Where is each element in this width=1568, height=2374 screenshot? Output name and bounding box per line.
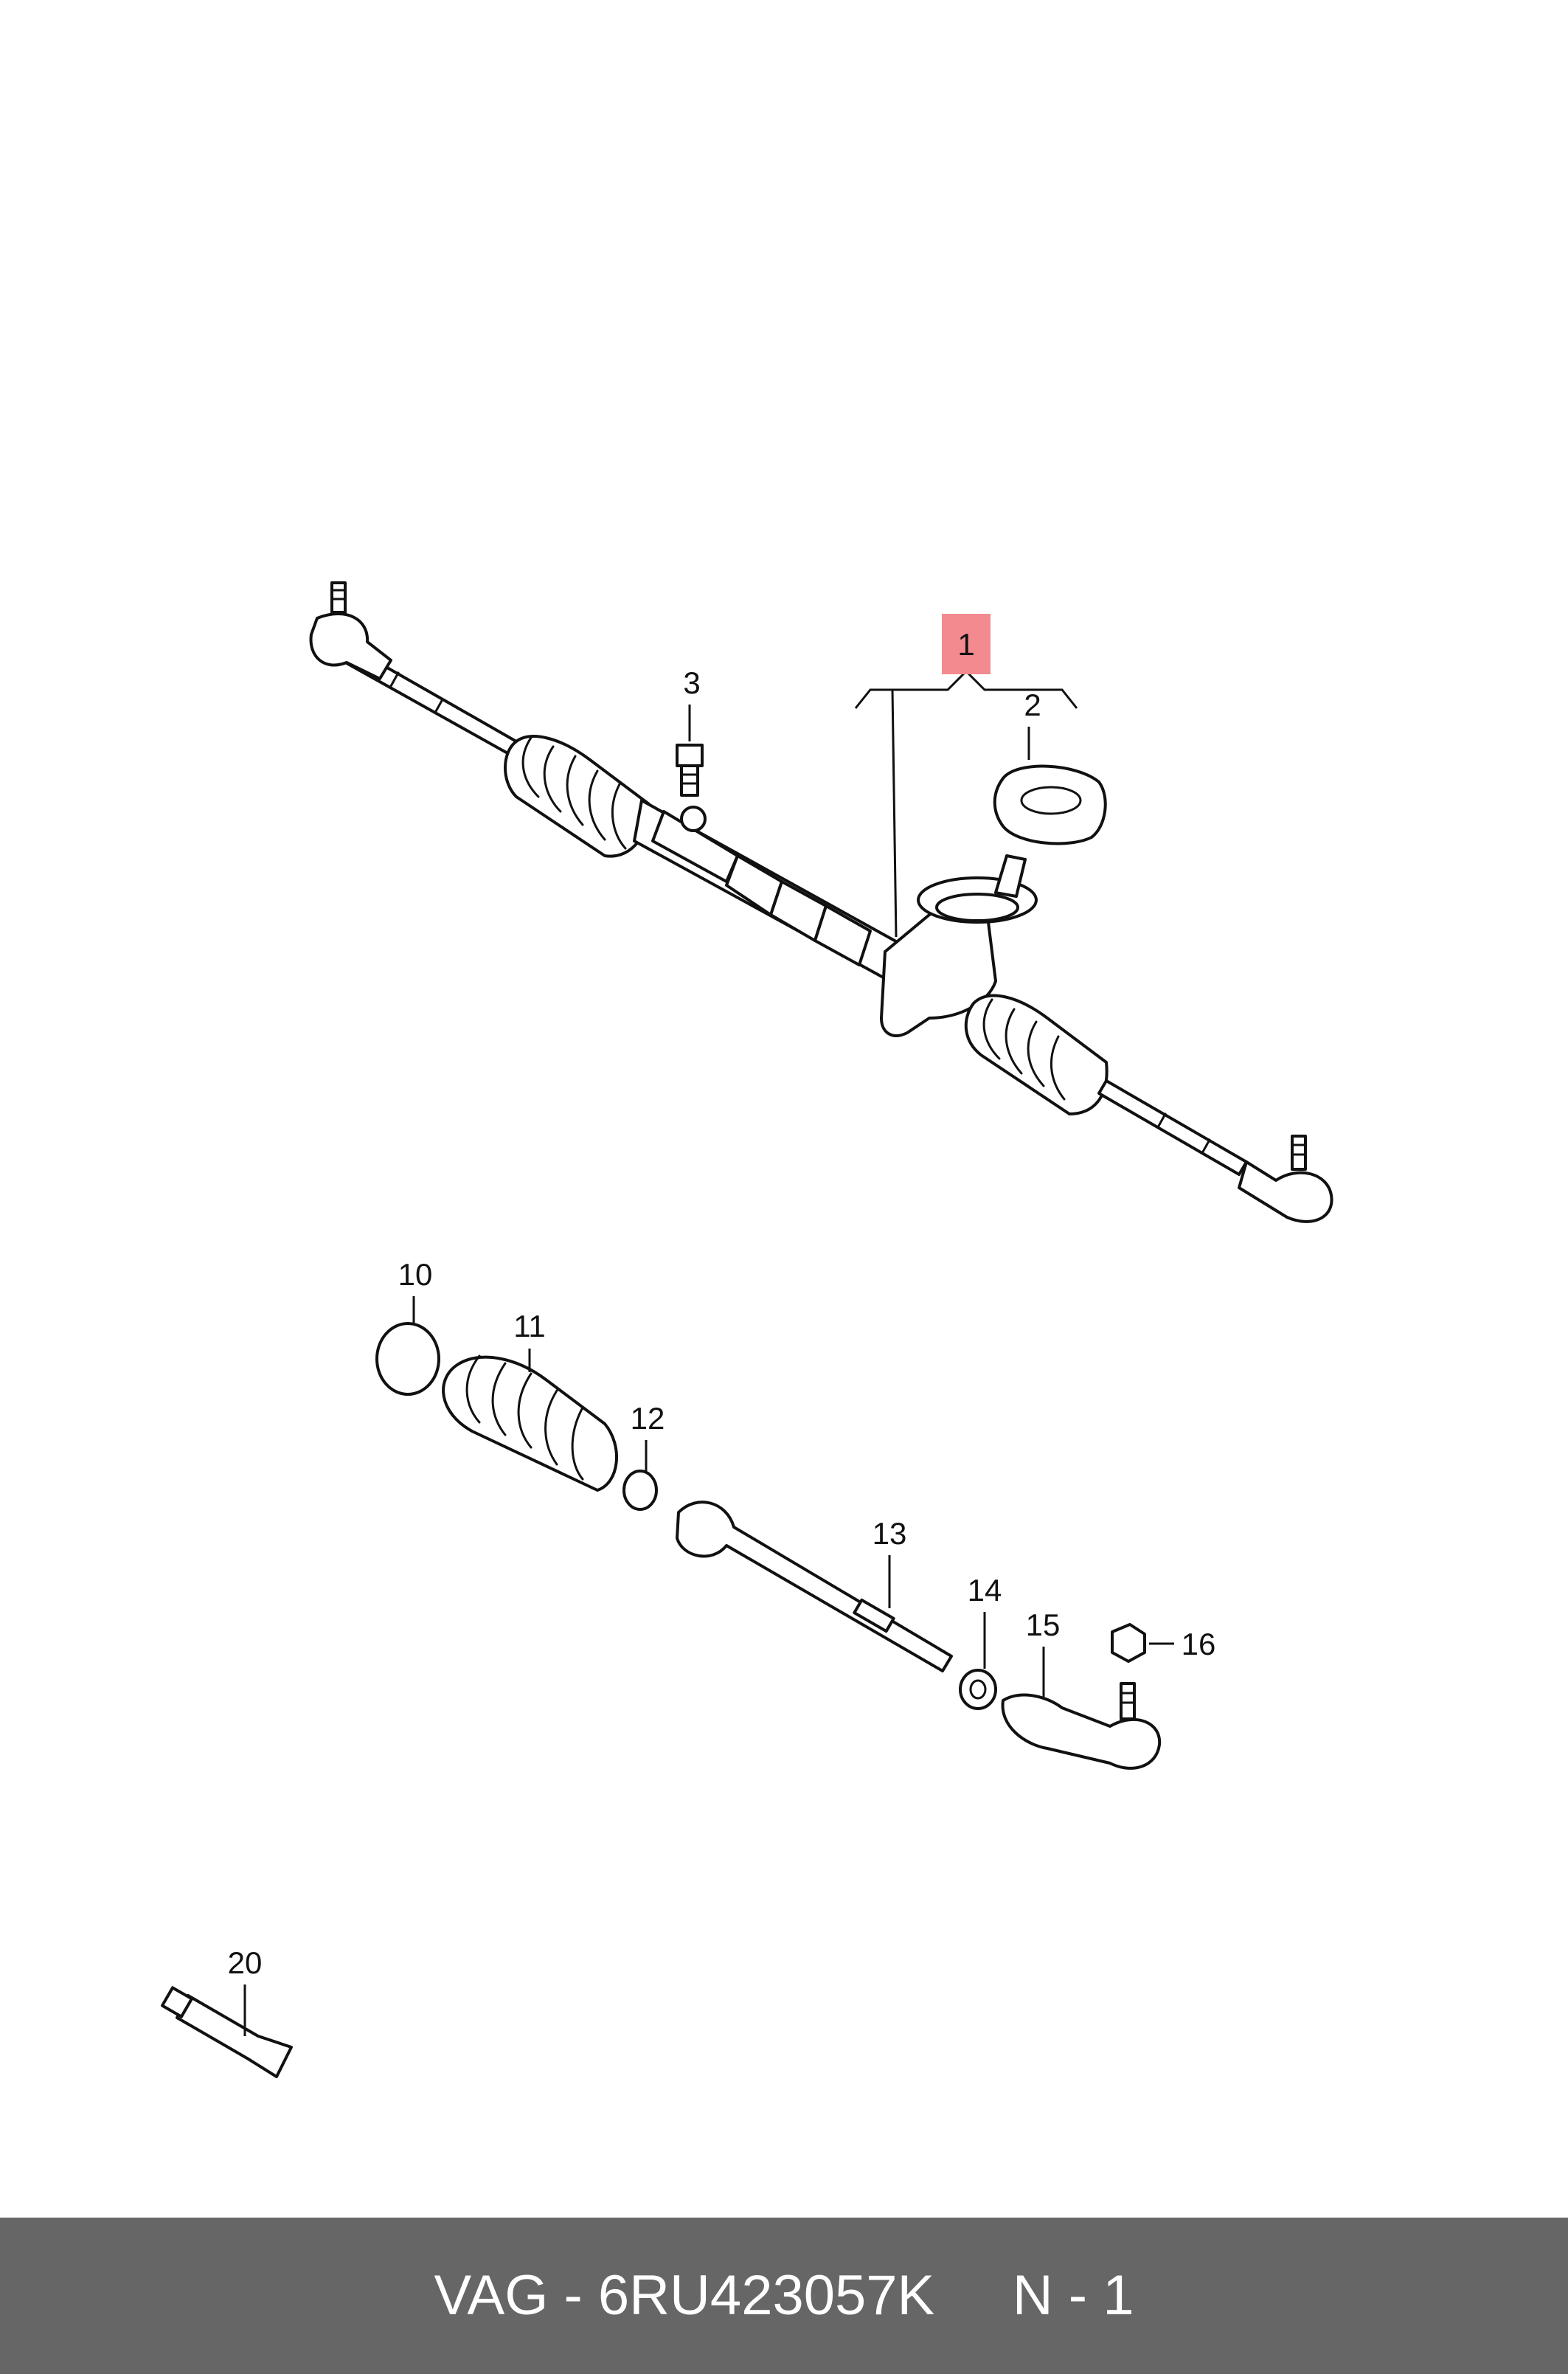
- grease-tube-part: [161, 1986, 293, 2078]
- part-label-10[interactable]: 10: [398, 1257, 433, 1292]
- steering-rack-assembly: [309, 581, 1333, 1223]
- part-label-2[interactable]: 2: [1024, 688, 1041, 722]
- part-label-20[interactable]: 20: [228, 1945, 263, 1980]
- part-label-15[interactable]: 15: [1026, 1608, 1061, 1642]
- part-1-highlight-box: [942, 614, 991, 674]
- small-clamp-part: [622, 1470, 658, 1511]
- footer-bar: VAG - 6RU423057K N - 1: [0, 2218, 1568, 2374]
- part-label-11[interactable]: 11: [513, 1309, 546, 1343]
- tie-rod-end-part: [1001, 1682, 1162, 1770]
- part-label-13[interactable]: 13: [873, 1516, 907, 1551]
- part-label-1[interactable]: 1: [957, 627, 974, 662]
- part-label-14[interactable]: 14: [968, 1573, 1002, 1608]
- part-number-caption: VAG - 6RU423057K N - 1: [434, 2264, 1134, 2327]
- inner-tie-rod-part: [676, 1501, 953, 1672]
- clamp-ring-part: [375, 1322, 440, 1396]
- part-label-16[interactable]: 16: [1182, 1627, 1216, 1661]
- seal-gasket-part: [993, 764, 1107, 845]
- part-label-3[interactable]: 3: [683, 665, 700, 700]
- boot-part: [442, 1354, 618, 1492]
- exploded-parts-diagram: 1 2 3 10 11 12 13 14 15 16 20: [161, 581, 1333, 2078]
- hex-nut-part: [1111, 1623, 1146, 1663]
- lock-nut-part: [959, 1669, 997, 1710]
- part-label-12[interactable]: 12: [631, 1401, 665, 1436]
- bolt-part: [676, 744, 704, 797]
